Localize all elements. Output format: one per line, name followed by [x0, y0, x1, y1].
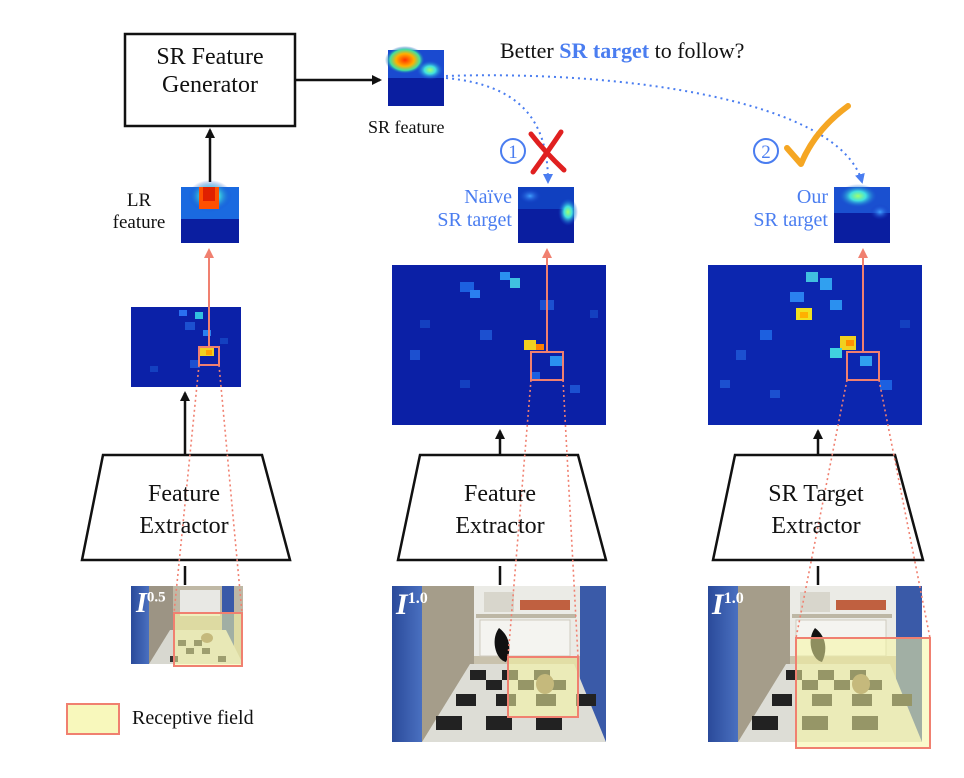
- extractor1-shape: [80, 453, 292, 562]
- lr-feature-label: LR feature: [104, 190, 174, 234]
- extractor2-line2: Extractor: [455, 513, 545, 540]
- sr-feature-label: SR feature: [368, 117, 445, 137]
- lr-feature-heatmap: [181, 180, 239, 243]
- column1-feature-map: [131, 307, 241, 387]
- naive-sr-target-label: Naïve SR target: [398, 186, 512, 232]
- cross-icon: [528, 129, 567, 175]
- legend-swatch: [66, 703, 120, 735]
- input3-exponent: 1.0: [723, 590, 744, 607]
- extractor3-shape: [711, 453, 925, 562]
- receptive-projection-lines: [173, 364, 931, 658]
- column3-feature-map: [708, 265, 922, 425]
- our-label-line2: SR target: [753, 209, 828, 231]
- extractor2-label: Feature Extractor: [418, 478, 582, 543]
- option1-number: 1: [508, 142, 518, 163]
- our-sr-target-heatmap: [834, 184, 890, 243]
- extractor3-line1: SR Target: [768, 481, 864, 507]
- input2-letter: I: [396, 588, 408, 621]
- title-prefix: Better: [500, 38, 560, 63]
- our-sr-target-label: Our SR target: [714, 186, 828, 232]
- generator-label: SR Feature Generator: [125, 44, 295, 99]
- input3-symbol: I1.0: [712, 588, 744, 623]
- input2-symbol: I1.0: [396, 588, 428, 623]
- extractor2-line1: Feature: [464, 481, 536, 507]
- option2-number: 2: [761, 142, 771, 163]
- option2-number-circle: [753, 138, 779, 164]
- naive-sr-target-heatmap: [518, 187, 578, 243]
- generator-line2: Generator: [162, 71, 258, 98]
- lr-feature-line2: feature: [112, 211, 166, 233]
- receptive-field-image2: [507, 656, 579, 718]
- generator-line1: SR Feature: [156, 44, 264, 70]
- sr-feature-generator-box: [123, 32, 297, 128]
- extractor1-line1: Feature: [148, 481, 220, 507]
- sr-feature-heatmap: [385, 46, 444, 106]
- column2-feature-map: [392, 265, 606, 425]
- check-icon: [784, 103, 851, 167]
- title-highlight: SR target: [559, 38, 650, 63]
- input1-symbol: I0.5: [136, 588, 166, 620]
- our-label-line1: Our: [796, 186, 828, 208]
- input1-letter: I: [136, 588, 147, 619]
- lr-feature-line1: LR: [126, 190, 152, 211]
- input1-exponent: 0.5: [146, 589, 166, 606]
- option1-number-circle: [500, 138, 526, 164]
- dotted-arrow-to-ours: [445, 74, 865, 184]
- input3-letter: I: [712, 588, 724, 621]
- title: Better SR target to follow?: [500, 38, 744, 63]
- input2-exponent: 1.0: [407, 590, 428, 607]
- extractor1-label: Feature Extractor: [102, 478, 266, 543]
- naive-label-line1: Naïve: [464, 186, 512, 208]
- naive-label-line2: SR target: [437, 209, 512, 231]
- dotted-arrow-to-naive: [445, 77, 553, 184]
- legend-label: Receptive field: [132, 707, 254, 729]
- receptive-field-image3: [795, 637, 931, 749]
- extractor3-label: SR Target Extractor: [734, 478, 898, 543]
- extractor1-line2: Extractor: [139, 513, 229, 540]
- receptive-field-image1: [173, 612, 243, 667]
- extractor3-line2: Extractor: [771, 513, 861, 540]
- title-suffix: to follow?: [649, 38, 745, 63]
